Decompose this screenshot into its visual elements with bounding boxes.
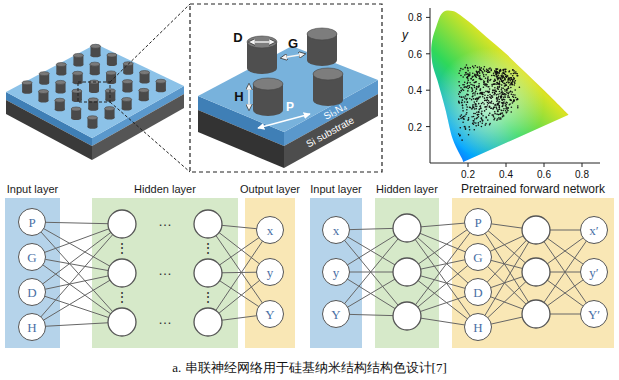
- neuron-label: H: [473, 321, 482, 334]
- part-label: G: [288, 37, 298, 51]
- nanopillar: [87, 116, 97, 129]
- neuron-label: x′: [589, 224, 598, 237]
- neuron-circle: H: [18, 313, 46, 341]
- neuron-circle: x: [256, 216, 284, 244]
- ellipsis-mark: …: [158, 214, 172, 229]
- axis-label: 0.6: [408, 48, 422, 59]
- nanopillar: [56, 63, 66, 76]
- neuron-label: D: [27, 286, 36, 299]
- layer-band: Hidden layer: [375, 198, 439, 348]
- nanopillar: [56, 80, 66, 93]
- nanopillar: [253, 78, 283, 116]
- layer-band: Input layerPGDH: [5, 198, 60, 348]
- neuron-circle: D: [464, 278, 492, 306]
- nanopillar: [38, 90, 48, 103]
- layer-band: Output layerxyY: [245, 198, 295, 348]
- neuron-label: y: [333, 266, 340, 279]
- neuron-circle: P: [464, 208, 492, 236]
- cie-chart: [426, 8, 600, 167]
- layer-band: Pretrained forward networkPGDHx′y′Y′: [452, 198, 614, 348]
- axis-label: 0.8: [408, 12, 422, 23]
- layer-heading: Hidden layer: [376, 183, 438, 196]
- layer-heading: Hidden layer: [134, 183, 196, 196]
- ellipsis-mark: ⋮: [115, 290, 129, 305]
- nanopillar: [139, 88, 149, 101]
- layer-heading: Input layer: [7, 183, 58, 196]
- neuron-circle: y′: [580, 258, 608, 286]
- unit-cell-inset: [190, 4, 382, 172]
- layer-heading: Pretrained forward network: [461, 183, 605, 196]
- neuron-label: P: [28, 216, 35, 229]
- neuron-label: G: [473, 251, 482, 264]
- nanopillar: [91, 44, 101, 57]
- neuron-circle: D: [18, 278, 46, 306]
- nanopillar: [307, 28, 337, 66]
- neuron-circle: x′: [580, 216, 608, 244]
- part-label: H: [234, 90, 243, 104]
- nanopillar: [55, 98, 65, 111]
- ellipsis-mark: ⋮: [201, 241, 215, 256]
- nanopillar: [72, 89, 82, 102]
- nanopillar: [247, 36, 277, 74]
- axis-label: 0.2: [461, 169, 475, 180]
- axis-label: 0.6: [537, 169, 551, 180]
- neuron-label: x: [333, 224, 340, 237]
- neuron-label: H: [27, 321, 36, 334]
- nanopillar: [122, 80, 132, 93]
- nanopillar: [73, 53, 83, 66]
- ellipsis-mark: …: [158, 263, 172, 278]
- axis-label: 0.8: [575, 169, 589, 180]
- nanopillar: [88, 98, 98, 111]
- ellipsis-mark: ⋮: [115, 241, 129, 256]
- neuron-circle: G: [18, 243, 46, 271]
- nanopillar: [71, 107, 81, 120]
- nanopillar: [105, 107, 115, 120]
- figure-caption: a. 串联神经网络用于硅基纳米结构结构色设计[7]: [0, 359, 619, 377]
- part-label: P: [286, 101, 294, 114]
- nanopillar: [73, 71, 83, 84]
- axis-label: 0.4: [499, 169, 513, 180]
- nanopillar: [122, 97, 132, 110]
- ellipsis-mark: …: [158, 312, 172, 327]
- axis-label: y: [402, 29, 408, 42]
- nanopillar: [107, 53, 117, 66]
- neuron-label: G: [27, 251, 36, 264]
- neuron-label: y′: [589, 266, 598, 279]
- layer-band: Input layerxyY: [310, 198, 362, 348]
- neuron-label: Y: [265, 308, 274, 321]
- neuron-circle: Y′: [580, 300, 608, 328]
- nanopillar: [313, 68, 343, 106]
- neuron-circle: y: [256, 258, 284, 286]
- axis-label: 0.4: [408, 85, 422, 96]
- neuron-circle: x: [322, 216, 350, 244]
- axis-label: 0.2: [408, 121, 422, 132]
- nanopillar: [90, 62, 100, 75]
- neuron-circle: y: [322, 258, 350, 286]
- ellipsis-mark: ⋮: [201, 290, 215, 305]
- part-label: D: [233, 31, 242, 45]
- layer-heading: Output layer: [240, 183, 300, 196]
- layer-heading: Input layer: [310, 183, 361, 196]
- neuron-circle: H: [464, 313, 492, 341]
- neuron-circle: Y: [322, 300, 350, 328]
- nanopillar: [22, 81, 32, 94]
- nanopillar: [140, 71, 150, 84]
- neuron-label: D: [473, 286, 482, 299]
- neuron-label: Y: [331, 308, 340, 321]
- neuron-circle: P: [18, 208, 46, 236]
- neuron-label: P: [474, 216, 481, 229]
- neuron-circle: Y: [256, 300, 284, 328]
- pillar-array: [6, 4, 190, 172]
- neuron-label: Y′: [588, 308, 600, 321]
- nanopillar: [39, 72, 49, 85]
- neuron-circle: G: [464, 243, 492, 271]
- neuron-label: x: [267, 224, 274, 237]
- nanopillar: [156, 79, 166, 92]
- neuron-label: y: [267, 266, 274, 279]
